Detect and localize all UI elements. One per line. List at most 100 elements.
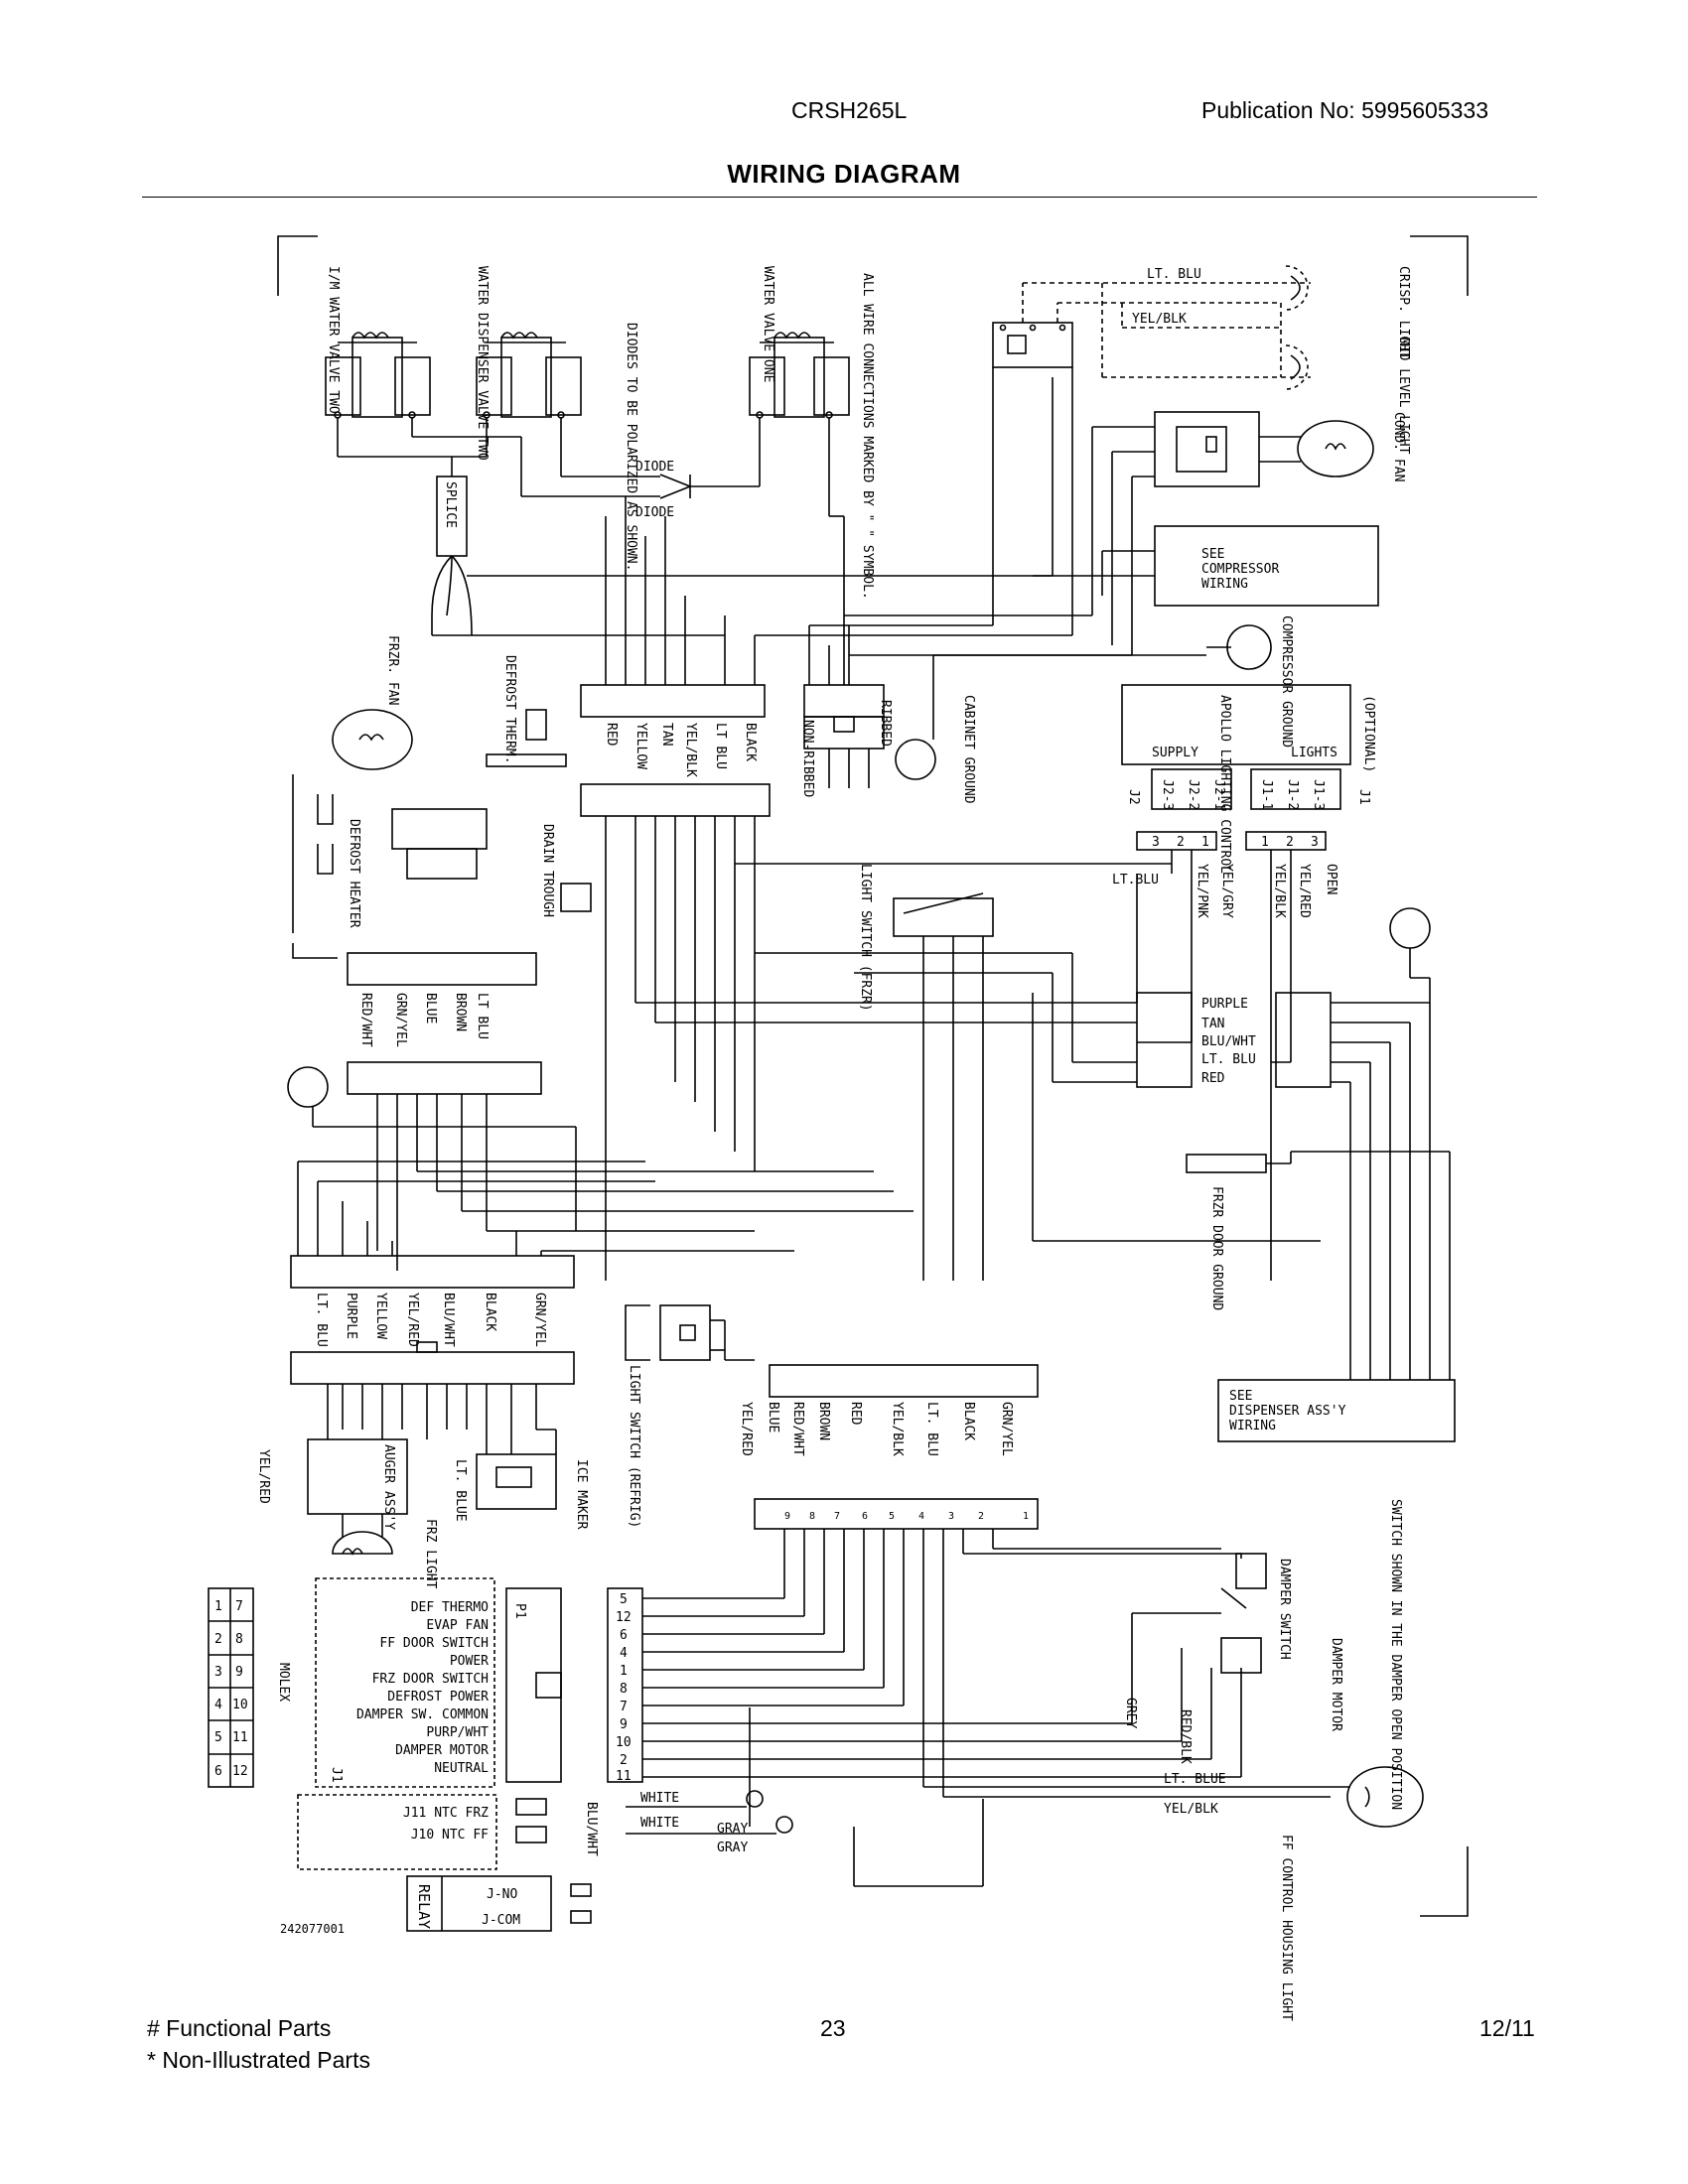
label-light-switch-refrig: LIGHT SWITCH (REFRIG) [627,1365,641,1528]
label-defrost-therm: DEFROST THERM. [502,655,517,764]
ff-control-light [1346,1766,1424,1828]
bc-3: 3 [948,1511,954,1522]
j1-box [315,1577,495,1788]
label-yel-blk-2: YEL/BLK [1164,1802,1218,1817]
label-b3-grn-yel: GRN/YEL [532,1293,547,1347]
frzr-door-ground [1186,1151,1451,1380]
label-drain-trough: DRAIN TROUGH [540,824,555,917]
molex-6: 6 [214,1764,222,1779]
label-b1-yel-blk: YEL/BLK [683,723,698,777]
label-conn-1: 1 [1201,835,1209,850]
label-ribbed: RIBBED [878,700,893,747]
ground-left [287,1066,329,1127]
label-cond-fan: COND. FAN [1391,412,1406,481]
label-conn2-1: 1 [1261,835,1269,850]
label-see-disp-2: DISPENSER ASS'Y [1229,1404,1346,1419]
label-diode-bottom: DIODE [635,505,674,520]
frzr-fan [332,709,488,880]
label-light-switch-frzr: LIGHT SWITCH (FRZR) [858,864,873,1012]
pin-6: 6 [620,1628,628,1643]
label-yel-blk-3: YEL/BLK [1272,864,1287,918]
connector-block-6 [290,1255,575,1289]
label-b1-black: BLACK [743,723,758,761]
j10-label: J10 NTC FF [411,1828,489,1843]
footer-date: 12/11 [1479,2015,1535,2041]
label-disp-tan: TAN [1201,1017,1224,1031]
bc-8: 8 [809,1511,815,1522]
damper-motor [1220,1637,1262,1674]
label-wire-note: ALL WIRE CONNECTIONS MARKED BY " " SYMBO… [860,273,875,600]
pin-2: 2 [620,1753,628,1768]
pin-5: 5 [620,1592,628,1607]
bc-5: 5 [889,1511,895,1522]
label-lt-blu-2: LT.BLU [1112,873,1159,887]
label-crisp-light: CRISP. LIGHT [1396,266,1411,359]
light-switch-refrig [625,1304,755,1361]
label-conn2-2: 2 [1286,835,1294,850]
connector-block-7 [290,1341,575,1385]
wires-top-right [1022,282,1311,378]
p1-box [505,1587,562,1783]
label-see-comp-1: SEE [1201,547,1224,562]
label-damper-switch: DAMPER SWITCH [1277,1559,1292,1660]
j11-label: J11 NTC FRZ [403,1806,489,1821]
label-b4-yel-blk: YEL/BLK [890,1402,905,1456]
label-mid-light: MID LEVEL LIGHT [1396,338,1411,455]
label-b2-grn-yel: GRN/YEL [393,993,408,1047]
label-im-valve: I/M WATER VALVE TWO [326,266,341,414]
label-cabinet-ground: CABINET GROUND [961,695,976,804]
j1-purp-wht: PURP/WHT [426,1725,489,1740]
label-b3-purple: PURPLE [344,1293,358,1339]
label-yel-pnk: YEL/PNK [1195,864,1209,918]
pin-8: 8 [620,1682,628,1697]
ntc-box [297,1794,547,1870]
label-j-com: J-COM [482,1913,520,1928]
label-b1-lt-blu: LT BLU [713,723,728,769]
connector-block-3 [347,952,537,986]
molex-5: 5 [214,1730,222,1745]
label-conn-2: 2 [1177,835,1185,850]
label-supply: SUPPLY [1152,746,1198,760]
mid-level-light [1285,344,1309,390]
lower-wiring [297,1094,914,1271]
label-b1-tan: TAN [659,723,674,746]
page-title: WIRING DIAGRAM [727,159,961,189]
j1-frz-door: FRZ DOOR SWITCH [372,1672,489,1687]
thermistors [626,1790,793,1835]
pin-strip [607,1587,643,1783]
molex-12: 12 [232,1764,248,1779]
mmm-frzr [560,883,592,912]
frame-corners [277,235,1469,1917]
j1-defrost-power: DEFROST POWER [387,1690,489,1705]
label-disp-red: RED [1201,1071,1225,1086]
label-ff-control: FF CONTROL HOUSING LIGHT [1279,1835,1294,2021]
label-molex: MOLEX [276,1663,291,1702]
bottom-conn [754,1498,1039,1530]
label-b4-red-wht: RED/WHT [790,1402,805,1456]
molex-10: 10 [232,1698,248,1712]
label-comp-ground: COMPRESSOR GROUND [1279,615,1294,748]
label-yel-red: YEL/RED [256,1449,271,1504]
bc-2: 2 [978,1511,984,1522]
dispenser-wiring-box [1217,1379,1456,1442]
pin-10: 10 [616,1735,632,1750]
label-j2: J2 [1126,789,1141,805]
footer-functional-parts: # Functional Parts [147,2015,332,2041]
label-b4-grn-yel: GRN/YEL [999,1402,1014,1456]
label-disp-lt-blu: LT. BLU [1201,1052,1256,1067]
label-diodes-note: DIODES TO BE POLARIZED AS SHOWN. [624,323,638,571]
connector-block-2 [803,684,885,788]
molex-2: 2 [214,1632,222,1647]
label-defrost-heater: DEFROST HEATER [347,819,361,928]
label-b4-lt-blu: LT. BLU [924,1402,939,1456]
label-lt-blu: LT. BLU [1147,267,1201,282]
pin-7: 7 [620,1700,628,1714]
cabinet-ground [895,695,936,780]
footer-non-illustrated: * Non-Illustrated Parts [147,2047,370,2073]
connector-block-5 [347,1061,542,1095]
apollo-box [1121,684,1351,810]
label-frzr-door-gnd: FRZR DOOR GROUND [1209,1186,1224,1310]
label-j2-3: J2-3 [1160,779,1175,810]
label-b2-red-wht: RED/WHT [358,993,373,1047]
